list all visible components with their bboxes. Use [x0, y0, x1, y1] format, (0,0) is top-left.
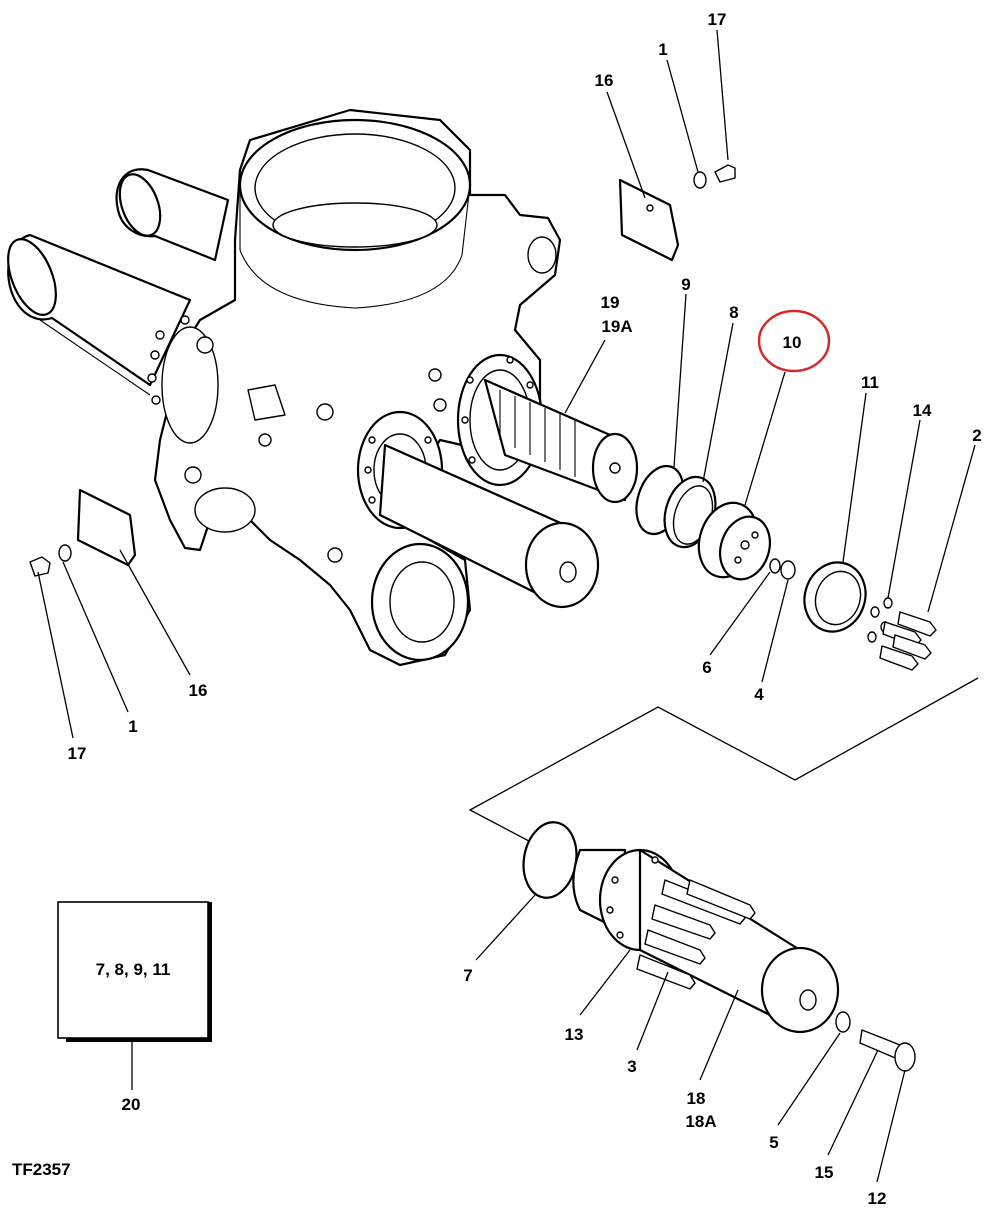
washer-1-top [693, 171, 707, 189]
kit-legend-box [57, 901, 212, 1090]
callout-15: 15 [815, 1163, 834, 1182]
front-shaft [356, 410, 600, 609]
callout-20: 20 [122, 1095, 141, 1114]
callout-9: 9 [681, 275, 690, 294]
callout-1-top: 1 [658, 40, 667, 59]
callout-2: 2 [972, 426, 981, 445]
callout-16-top: 16 [595, 71, 614, 90]
callout-labels: 17 1 16 19 19A 9 8 10 11 14 2 6 4 16 1 1… [12, 10, 982, 1208]
piston-10 [697, 501, 771, 581]
bolts-13 [636, 879, 756, 990]
bolt-15-12 [859, 1029, 916, 1072]
callout-13: 13 [565, 1025, 584, 1044]
callout-11: 11 [861, 373, 879, 392]
callout-12: 12 [868, 1189, 887, 1208]
cap-11 [803, 561, 867, 633]
callout-17-left: 17 [68, 744, 87, 763]
callout-18a: 18A [685, 1112, 716, 1131]
callout-8: 8 [729, 303, 738, 322]
callout-7: 7 [463, 966, 472, 985]
callout-19: 19 [601, 293, 620, 312]
clamp-plate-16-top [618, 178, 680, 262]
legend-box-text: 7, 8, 9, 11 [96, 960, 171, 979]
explode-bracket [468, 677, 979, 861]
o-ring-7 [522, 821, 578, 899]
washer-6 [769, 558, 781, 574]
callout-18: 18 [687, 1089, 706, 1108]
leader-lines [37, 29, 976, 1183]
callout-5: 5 [769, 1133, 778, 1152]
bolt-17-left [29, 556, 51, 577]
bolt-17-top [714, 164, 736, 183]
callout-3: 3 [627, 1057, 636, 1076]
o-ring-4 [780, 560, 796, 580]
callout-4: 4 [754, 685, 764, 704]
bolts-2 [879, 611, 937, 671]
callout-17-top: 17 [708, 10, 727, 29]
splined-shaft-19 [483, 378, 639, 504]
highlight-circle-10 [757, 309, 831, 373]
cylinder-18 [572, 848, 840, 1034]
main-housing [7, 108, 562, 667]
clamp-plate-16-left [76, 488, 137, 567]
figure-id: TF2357 [12, 1160, 71, 1179]
washer-1-left [58, 544, 72, 562]
callout-1-left: 1 [128, 717, 137, 736]
callout-6: 6 [702, 658, 711, 677]
callout-10: 10 [783, 333, 802, 352]
callout-16-left: 16 [189, 681, 208, 700]
callout-19a: 19A [601, 317, 632, 336]
callout-14: 14 [913, 401, 932, 420]
washer-5 [835, 1011, 851, 1033]
